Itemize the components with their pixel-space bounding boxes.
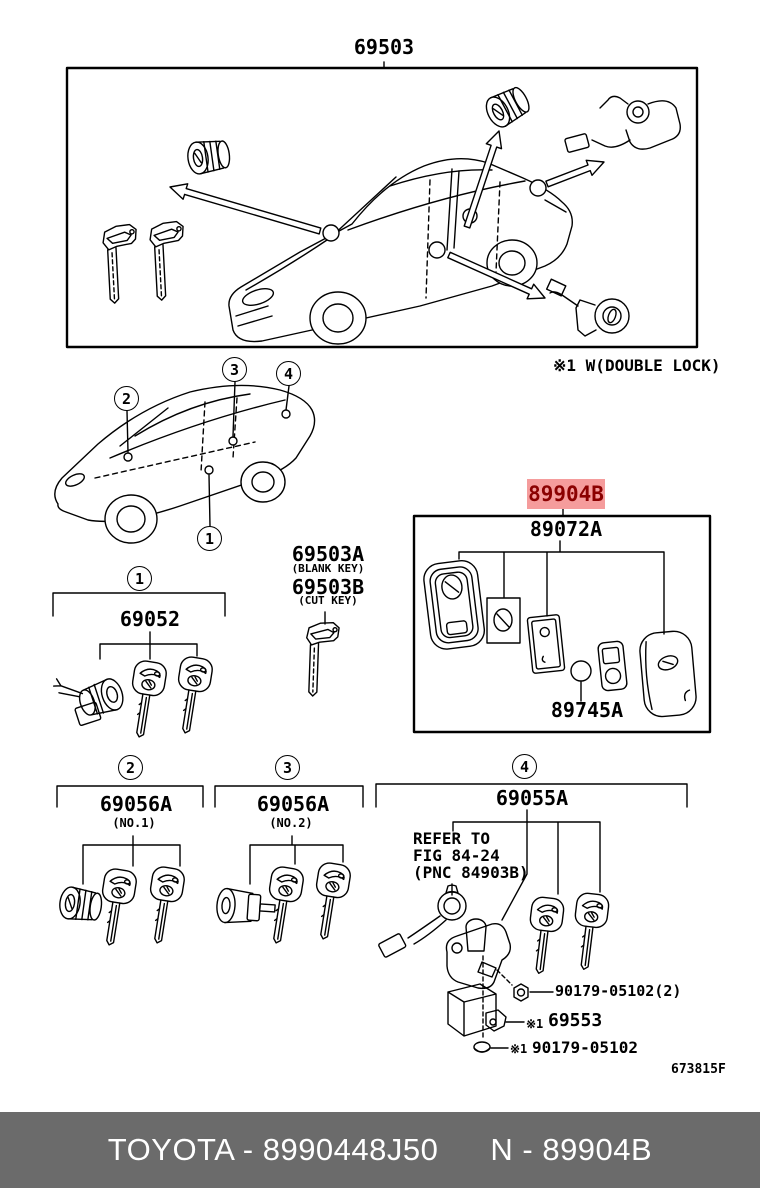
section3-art — [215, 786, 363, 947]
part-label-89072A[interactable]: 89072A — [529, 517, 603, 541]
refer-note-line2: FIG 84-24 — [413, 846, 500, 865]
master-keys-art — [101, 220, 188, 305]
trunk-hardware-art — [448, 956, 553, 1052]
main-car-art — [229, 159, 572, 344]
main-assembly-box — [67, 62, 697, 347]
part-label-69055A[interactable]: 69055A — [495, 786, 569, 810]
callout-3-on-car[interactable]: 3 — [222, 357, 247, 382]
note-blank-key: (BLANK KEY) — [291, 562, 365, 575]
refer-note: REFER TO FIG 84-24 (PNC 84903B) — [413, 830, 529, 881]
refer-note-line1: REFER TO — [413, 829, 491, 848]
part-label-90179-05102-qty2[interactable]: 90179-05102(2) — [555, 982, 682, 1000]
callout-3-section[interactable]: 3 — [275, 755, 300, 780]
part-label-69503[interactable]: 69503 — [353, 35, 415, 59]
note-no2: (NO.2) — [269, 816, 313, 830]
part-label-69056A-no1[interactable]: 69056A — [99, 792, 173, 816]
footnote-double-lock: ※1 W(DOUBLE LOCK) — [553, 356, 721, 375]
callout-car-art — [55, 382, 315, 543]
footer-catalog-ref: N - 89904B — [490, 1132, 653, 1167]
diagram-line-art — [0, 0, 760, 1112]
door-cylinder-art — [480, 82, 535, 132]
section1-art — [52, 593, 225, 741]
note-no1: (NO.1) — [112, 816, 156, 830]
part-label-89904B-highlighted[interactable]: 89904B — [527, 479, 605, 509]
callout-4-on-car[interactable]: 4 — [276, 361, 301, 386]
callout-2-section[interactable]: 2 — [118, 755, 143, 780]
smart-key-box-art — [414, 509, 710, 732]
blank-key-art — [304, 612, 340, 698]
direction-arrows — [170, 131, 604, 299]
part-label-69553[interactable]: 69553 — [548, 1010, 603, 1031]
footer-bar: TOYOTA - 8990448J50 N - 89904B — [0, 1112, 760, 1188]
callout-2-on-car[interactable]: 2 — [114, 386, 139, 411]
part-label-69056A-no2[interactable]: 69056A — [256, 792, 330, 816]
mark-90179: ※1 — [510, 1042, 528, 1056]
ignition-cylinder-art — [185, 137, 233, 176]
part-label-69503B[interactable]: 69503B — [291, 575, 365, 599]
part-label-69503A[interactable]: 69503A — [291, 542, 365, 566]
trunk-cylinder-art — [547, 279, 629, 336]
section2-art — [57, 786, 203, 949]
part-label-69052[interactable]: 69052 — [119, 607, 181, 631]
footer-part-number: TOYOTA - 8990448J50 — [107, 1132, 439, 1167]
callout-4-section[interactable]: 4 — [512, 754, 537, 779]
mark-69553: ※1 — [526, 1017, 544, 1031]
callout-1-on-car[interactable]: 1 — [197, 526, 222, 551]
note-cut-key: (CUT KEY) — [298, 594, 358, 607]
callout-1-section[interactable]: 1 — [127, 566, 152, 591]
figure-code: 673815F — [671, 1062, 726, 1077]
part-label-89745A[interactable]: 89745A — [550, 698, 624, 722]
section4-art — [376, 784, 687, 988]
part-label-90179-05102[interactable]: 90179-05102 — [532, 1038, 638, 1057]
refer-note-line3: (PNC 84903B) — [413, 863, 529, 882]
fuel-lid-actuator-art — [565, 96, 681, 152]
